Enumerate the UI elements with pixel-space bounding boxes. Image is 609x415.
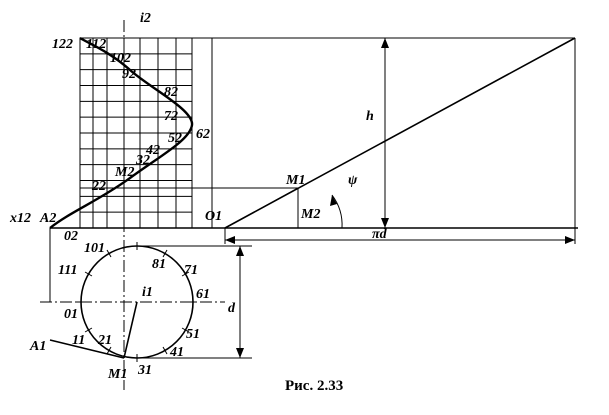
label-M1-bottom: M1 (107, 367, 127, 382)
label-M2-top: M2 (300, 207, 320, 222)
circle-point-label: 01 (64, 307, 78, 322)
psi-arc-arrow (330, 195, 337, 206)
h-arrow-bottom (381, 218, 389, 228)
circle-division-tick (106, 249, 112, 258)
helix-curve (49, 36, 194, 229)
helix-point-label: 122 (52, 37, 73, 52)
h-arrow-top (381, 38, 389, 48)
circle-point-label: 41 (169, 345, 184, 360)
circle-division-tick (181, 271, 190, 277)
d-arrow-top (236, 246, 244, 256)
circle-point-label: 11 (72, 333, 85, 348)
circle-point-label: 101 (84, 241, 105, 256)
psi-angle-arc (331, 194, 343, 229)
helix-point-label: 92 (122, 67, 136, 82)
circle-division-tick (106, 346, 112, 355)
O-M-segment (224, 187, 299, 229)
A1-tangent (49, 339, 125, 359)
circle-division-tick (84, 327, 93, 333)
label-d: d (228, 301, 236, 316)
label-A1: A1 (29, 339, 46, 354)
helix-point-label: 112 (86, 37, 106, 52)
helix-point-label: 62 (196, 127, 210, 142)
label-i2: i2 (140, 11, 151, 26)
circle-point-label: 71 (184, 263, 198, 278)
circle-division-tick (162, 346, 168, 355)
d-arrow-bottom (236, 348, 244, 358)
circle-point-label: 61 (196, 287, 210, 302)
label-i1: i1 (142, 285, 153, 300)
circle-division-tick (84, 271, 93, 277)
circle-point-label: 31 (137, 363, 152, 378)
helix-point-label: 72 (164, 109, 178, 124)
figure-caption: Рис. 2.33 (285, 378, 343, 394)
label-O1: O1 (205, 209, 222, 224)
pid-arrow-left (225, 236, 235, 244)
label-A2: A2 (39, 211, 56, 226)
circle-division-tick (162, 249, 168, 258)
circle-point-label: 21 (97, 333, 112, 348)
helix-point-label: 82 (164, 85, 178, 100)
circle-point-label: 81 (152, 257, 166, 272)
label-M2-curve: M2 (114, 165, 134, 180)
pid-arrow-right (565, 236, 575, 244)
label-M1-top: M1 (285, 173, 305, 188)
helix-point-label: 22 (91, 179, 106, 194)
circle-point-label: 51 (186, 327, 200, 342)
label-x12: x12 (9, 211, 31, 226)
label-pid: πd (372, 227, 388, 242)
helix-point-label: 32 (135, 153, 150, 168)
M1-radius (123, 301, 138, 359)
helix-point-label: 42 (145, 143, 160, 158)
label-psi: ψ (348, 173, 358, 188)
circle-point-label: 111 (58, 263, 77, 278)
label-h: h (366, 109, 374, 124)
circle-division-tick (181, 327, 190, 333)
helix-point-label: 102 (110, 51, 131, 66)
helix-point-label: 02 (64, 229, 78, 244)
helix-point-label: 52 (168, 131, 182, 146)
